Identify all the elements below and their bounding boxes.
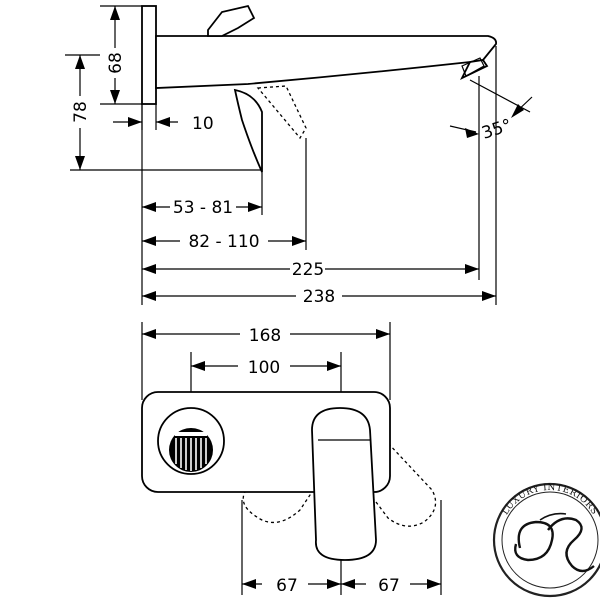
dim-168-label: 168	[249, 326, 281, 346]
handle-top-edge	[221, 27, 239, 37]
lever-alt-left	[242, 425, 341, 524]
dimension-238: 238	[142, 287, 496, 307]
dim-10-label: 10	[192, 114, 214, 134]
dim-35-label: 35°	[479, 115, 514, 143]
luxury-interiors-logo: LUXURY INTERIORS	[492, 483, 600, 598]
dim-225-label: 225	[292, 260, 324, 280]
dim-78-label: 78	[71, 101, 91, 123]
dimension-68: 68	[100, 5, 142, 105]
lever-front	[311, 407, 377, 561]
dim-67-right-label: 67	[378, 576, 400, 596]
side-view	[70, 4, 497, 173]
dim-82-110-label: 82 - 110	[188, 232, 259, 252]
dim-67-left-label: 67	[276, 576, 298, 596]
spout-body	[155, 35, 497, 89]
dimension-10: 10	[113, 104, 214, 134]
handle-top	[207, 4, 256, 37]
dim-53-81-label: 53 - 81	[173, 198, 233, 218]
dimension-35-degrees: 35°	[449, 76, 533, 280]
dimension-225: 225	[142, 260, 479, 280]
handle-alt-position	[256, 85, 307, 140]
aerator-inner	[461, 57, 485, 77]
dimension-82-110: 82 - 110	[142, 232, 306, 252]
lever-side	[233, 88, 263, 173]
rotary-knob	[157, 407, 225, 475]
dimension-168: 168	[141, 322, 391, 400]
dim-100-label: 100	[248, 358, 280, 378]
swirl-monogram-icon	[514, 512, 595, 573]
dim-68-label: 68	[106, 52, 126, 74]
lever-alt-right	[351, 424, 437, 527]
wall-plate-side	[141, 5, 157, 105]
dim-238-label: 238	[303, 287, 335, 307]
dimension-67-right: 67	[341, 576, 441, 596]
dimension-78: 78	[65, 54, 100, 170]
dimension-67-left: 67	[242, 576, 341, 596]
dimension-53-81: 53 - 81	[142, 198, 262, 218]
